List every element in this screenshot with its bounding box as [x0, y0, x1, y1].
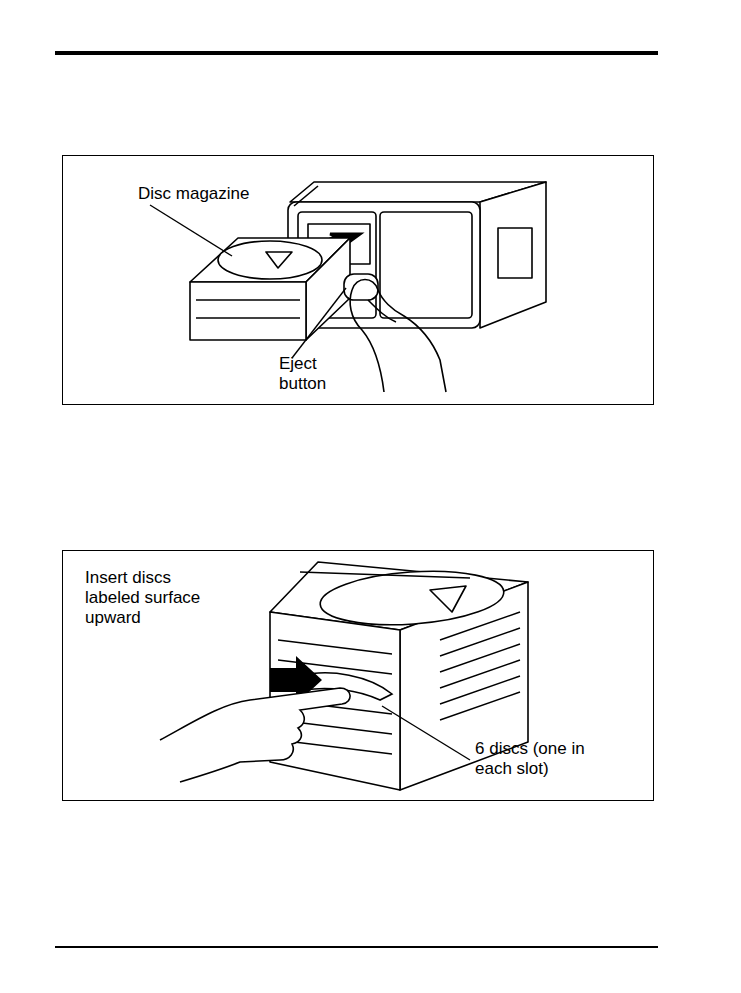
- triangle-mark: [430, 586, 466, 612]
- changer-side: [480, 182, 546, 328]
- side-panel: [498, 228, 532, 278]
- disc-magazine-drawing: [190, 238, 350, 340]
- hand-drawing: [160, 688, 350, 782]
- slot-ridges: [440, 612, 520, 720]
- part-label: Disc magazine: [138, 184, 298, 204]
- magazine-groove: [300, 572, 470, 578]
- magazine-ridge: [196, 317, 300, 319]
- triangle-mark: [266, 252, 292, 268]
- disc-window: [218, 241, 322, 279]
- magazine-front: [190, 282, 306, 340]
- illustration-panel: Disc magazineEject button: [62, 155, 654, 405]
- hand-drawing: [350, 280, 446, 393]
- illustration-panel: Insert discs labeled surface upward 6 dis…: [62, 550, 654, 801]
- eject-button-drawing: [344, 274, 378, 300]
- bottom-rule: [55, 946, 658, 948]
- part-label: Eject button: [279, 354, 339, 394]
- slot-line: [278, 640, 392, 654]
- edge-line: [294, 186, 318, 206]
- magazine-ridge: [196, 299, 300, 301]
- leader-line: [150, 205, 232, 256]
- part-label: Insert discs labeled surface upward: [85, 568, 225, 628]
- leader-line: [292, 288, 346, 358]
- part-label: 6 discs (one in each slot): [475, 739, 625, 779]
- changer-door-right: [380, 212, 472, 318]
- leader-line: [382, 706, 470, 760]
- top-rule: [55, 51, 658, 55]
